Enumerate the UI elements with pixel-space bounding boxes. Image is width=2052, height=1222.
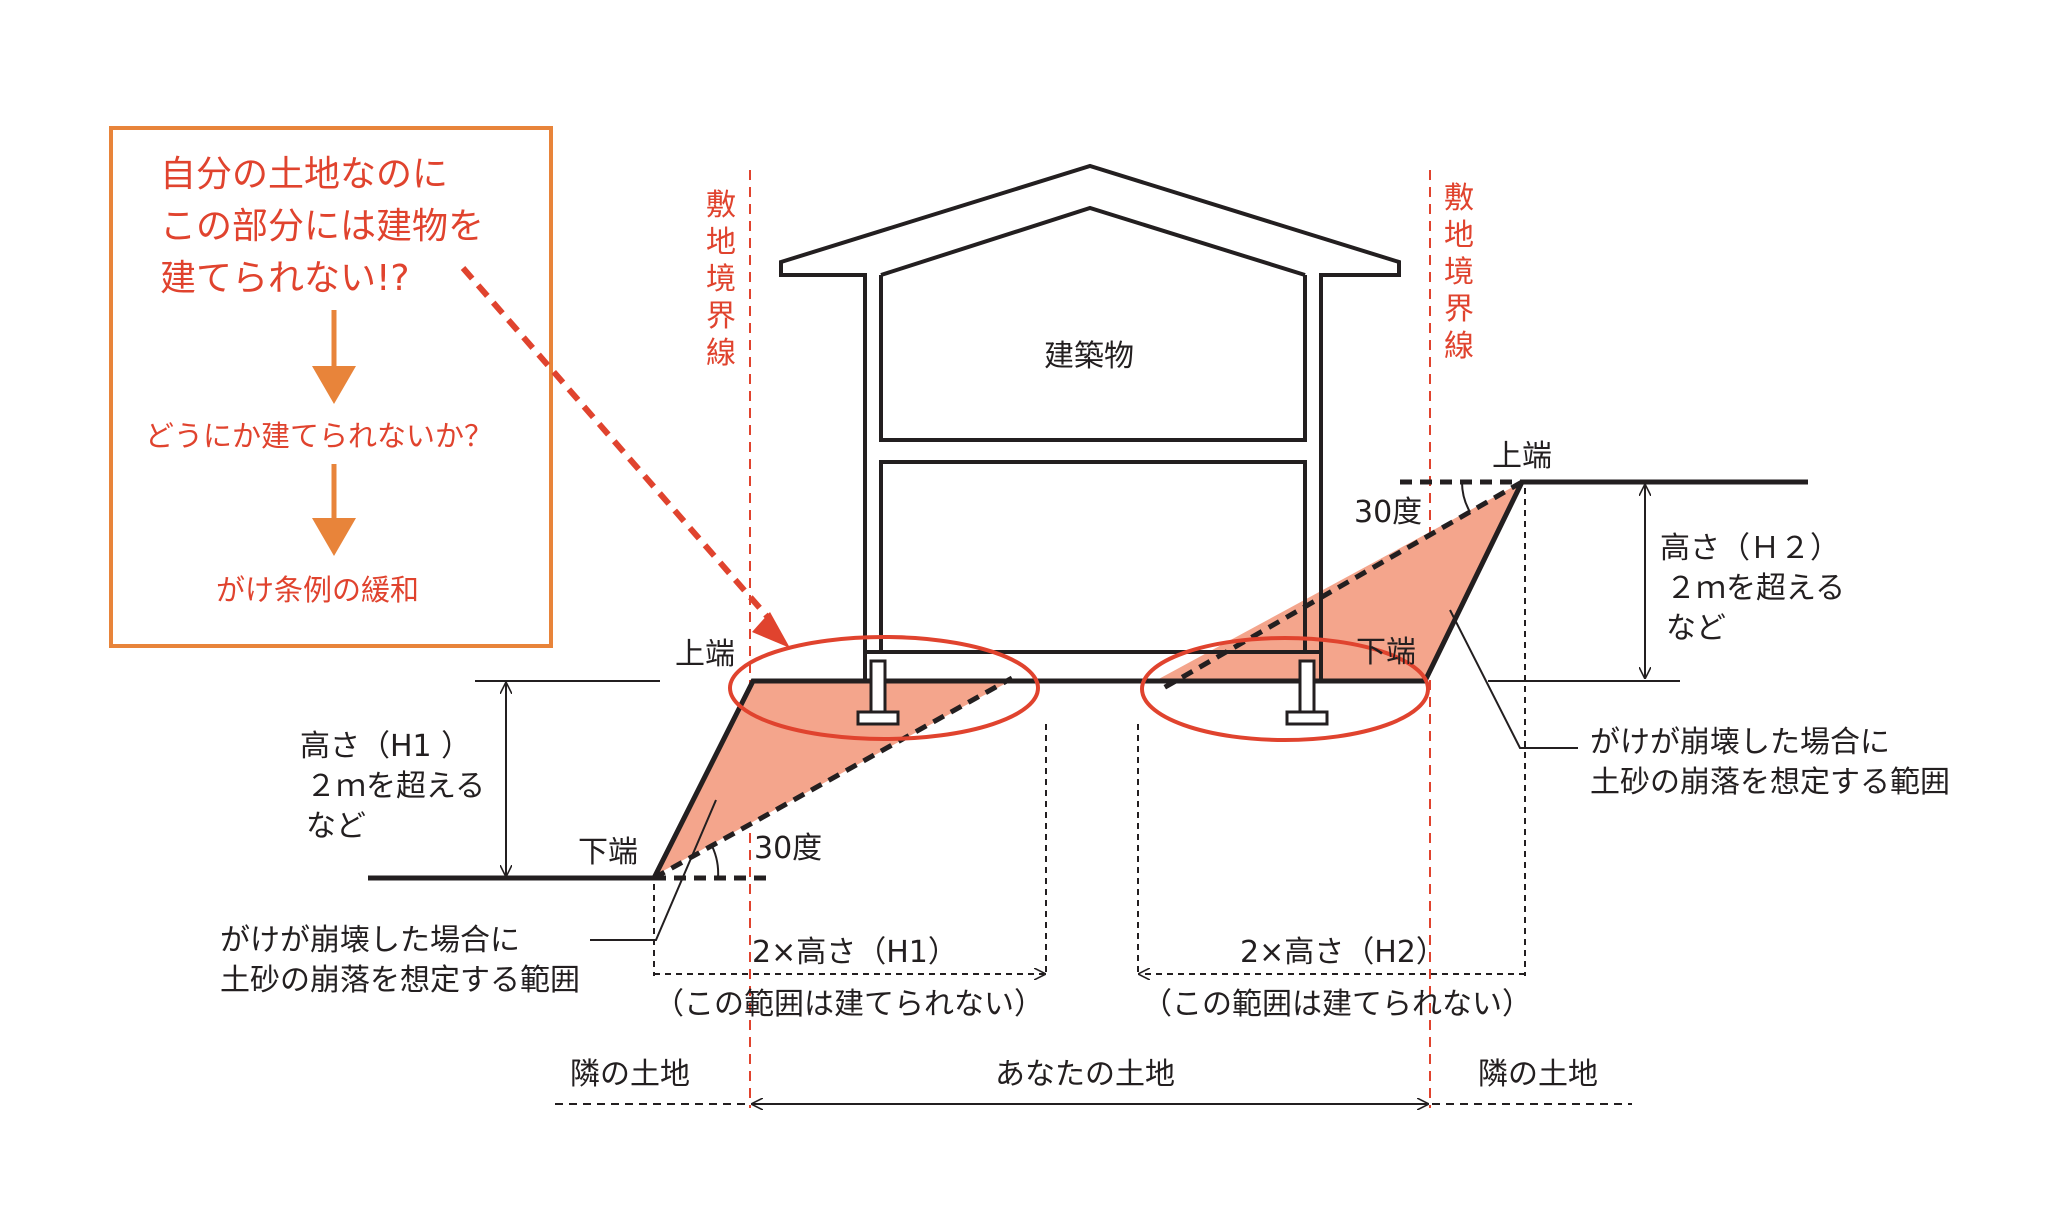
land-center-label: あなたの土地	[995, 1057, 1175, 1092]
svg-text:地: 地	[1444, 218, 1474, 253]
svg-text:敷: 敷	[1444, 181, 1474, 216]
right-collapse-leader	[1449, 609, 1578, 749]
svg-text:地: 地	[706, 225, 736, 260]
svg-text:線: 線	[1444, 329, 1474, 364]
left-collapse-line-1: がけが崩壊した場合に	[220, 923, 520, 958]
svg-text:界: 界	[706, 299, 736, 334]
left-height-line-1: 高さ（H1 ）	[300, 729, 471, 764]
left-height-line-3: など	[306, 809, 366, 844]
land-left-label: 隣の土地	[570, 1057, 690, 1092]
range-right-note: （この範囲は建てられない）	[1142, 987, 1532, 1022]
left-height-line-2: ２ｍを超える	[306, 769, 485, 804]
down-arrow-icon	[312, 464, 356, 556]
boundary-label-left: 敷 地 境 界 線	[706, 188, 736, 371]
right-angle-label: 30度	[1354, 495, 1422, 530]
svg-text:敷: 敷	[706, 188, 736, 223]
left-top-label: 上端	[675, 637, 735, 672]
callout-line-3: 建てられない!?	[160, 258, 410, 299]
arrow-head-icon	[752, 612, 790, 648]
angle-line-left	[652, 675, 1014, 881]
callout-pointer-arrow	[460, 266, 775, 624]
restricted-area-ellipse-right	[1140, 636, 1430, 742]
right-height-line-2: ２ｍを超える	[1666, 571, 1845, 606]
foundation-left	[856, 659, 900, 726]
building-label: 建築物	[1044, 339, 1134, 374]
collapse-zone-right	[1155, 482, 1522, 681]
right-collapse-line-2: 土砂の崩落を想定する範囲	[1590, 765, 1950, 800]
svg-text:境: 境	[1444, 255, 1474, 290]
callout-step-3: がけ条例の緩和	[216, 573, 419, 607]
left-bottom-label: 下端	[578, 835, 638, 870]
right-height-line-3: など	[1666, 611, 1726, 646]
angle-arc-right	[1460, 481, 1471, 513]
building	[779, 163, 1401, 683]
foundation-right	[1285, 659, 1329, 726]
angle-line-right	[1158, 479, 1524, 693]
range-left-label: 2×高さ（H1）	[752, 935, 958, 970]
right-bottom-label: 下端	[1356, 635, 1416, 670]
left-collapse-line-2: 土砂の崩落を想定する範囲	[220, 963, 580, 998]
svg-text:界: 界	[1444, 292, 1474, 327]
range-right-label: 2×高さ（H2）	[1240, 935, 1446, 970]
right-height-line-1: 高さ（Ｈ２）	[1660, 531, 1840, 566]
svg-text:境: 境	[706, 262, 736, 297]
angle-arc-left	[711, 845, 720, 879]
right-collapse-line-1: がけが崩壊した場合に	[1590, 725, 1890, 760]
left-angle-label: 30度	[754, 831, 822, 866]
right-top-label: 上端	[1492, 439, 1552, 474]
land-right-label: 隣の土地	[1478, 1057, 1598, 1092]
boundary-label-right: 敷 地 境 界 線	[1444, 181, 1474, 364]
down-arrow-icon	[312, 310, 356, 404]
callout-line-2: この部分には建物を	[160, 206, 484, 247]
range-left-note: （この範囲は建てられない）	[654, 987, 1044, 1022]
callout-box	[109, 126, 553, 648]
callout-line-1: 自分の土地なのに	[160, 154, 448, 195]
left-collapse-leader	[590, 799, 717, 941]
restricted-area-ellipse-left	[728, 635, 1040, 741]
callout-step-2: どうにか建てられないか？	[145, 419, 493, 453]
svg-text:線: 線	[706, 336, 736, 371]
